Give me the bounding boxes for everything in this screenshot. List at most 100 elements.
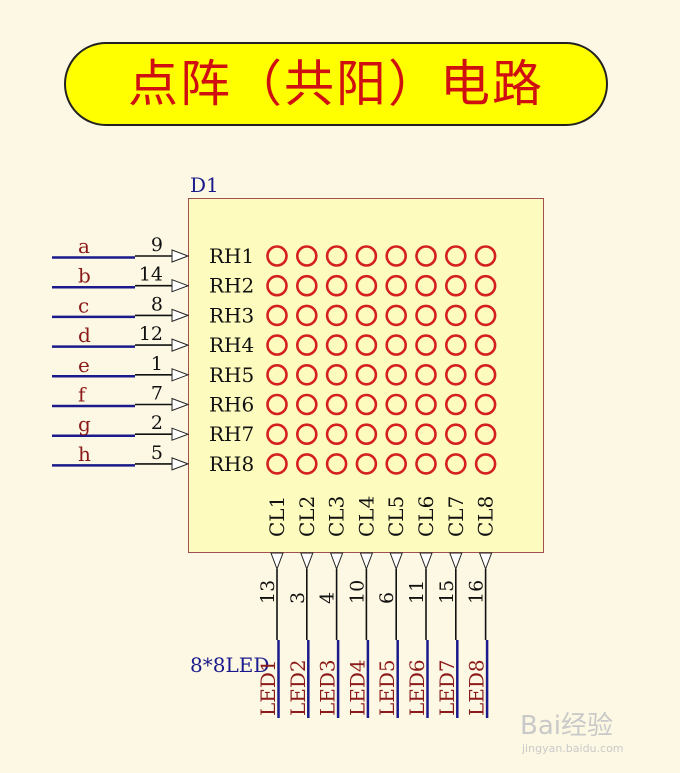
led-circle [474,245,497,267]
pin-number: 15 [436,580,458,604]
led-circle [355,334,378,356]
led-matrix [266,245,497,475]
pin-number: 2 [151,412,163,434]
pin-number: 10 [346,580,368,604]
title-banner: 点阵（共阳）电路 [64,42,608,126]
pin-arrow-icon [478,552,493,571]
pin-number: 1 [151,353,163,375]
led-circle [325,334,348,356]
led-circle [266,423,288,446]
led-circle [474,274,497,297]
net-label: f [78,383,87,407]
pin-number: 7 [151,383,163,405]
row-port-label: RH1 [209,244,254,268]
pin-number: 9 [151,234,163,256]
pin-number: 3 [287,592,309,604]
led-circle [415,393,437,416]
led-circle [295,245,318,267]
led-circle [474,423,497,446]
led-circle [355,423,378,446]
led-circle [415,363,437,386]
row-port-label: RH4 [209,333,254,357]
column-net-label: LED5 [375,659,399,716]
column-port-label: CL7 [444,496,468,537]
led-circle [474,393,497,416]
row-port-label: RH8 [209,452,254,476]
led-circle [325,423,348,446]
column-net-label: LED4 [345,659,369,716]
watermark-brand: Bai经验 [520,711,613,741]
led-circle [266,334,288,356]
pin-number: 4 [317,592,339,604]
led-circle [325,274,348,297]
column-port-label: CL5 [384,496,408,537]
led-circle [415,304,437,327]
column-net-label: LED1 [256,659,280,716]
pin-arrow-icon [171,457,190,471]
row-port-label: RH2 [209,274,254,298]
pin-number: 8 [151,293,163,315]
row-pin: a 9 RH1 [52,234,254,268]
column-port-label: CL3 [325,496,349,537]
pin-arrow-icon [329,552,344,571]
pin-number: 14 [139,264,163,286]
led-circle [325,363,348,386]
led-circle [474,334,497,356]
led-circle [385,334,408,356]
row-port-label: RH3 [209,303,254,327]
pin-arrow-icon [270,552,284,571]
pin-arrow-icon [171,278,190,293]
designator-label: D1 [190,173,219,197]
led-circle [444,393,467,416]
column-port-label: CL8 [474,496,498,537]
pin-arrow-icon [171,308,190,323]
led-circle [295,363,318,386]
column-port-label: CL4 [354,496,378,537]
led-circle [355,304,378,327]
led-circle [415,274,437,297]
led-circle [266,393,288,416]
led-circle [415,423,437,446]
net-label: c [78,293,89,317]
pin-number: 13 [257,580,279,604]
led-circle [266,363,288,386]
led-circle [295,393,318,416]
led-circle [415,245,437,267]
column-net-label: LED3 [316,659,340,716]
led-circle [355,453,378,475]
pin-arrow-icon [359,552,374,571]
led-circle [295,304,318,327]
led-circle [385,453,408,475]
led-circle [325,393,348,416]
pin-arrow-icon [419,552,433,571]
pin-arrow-icon [171,368,190,382]
led-circle [325,304,348,327]
led-circle [295,274,318,297]
column-port-label: CL6 [414,496,438,537]
led-circle [266,245,288,267]
led-circle [444,423,467,446]
net-label: a [78,234,90,258]
row-port-label: RH5 [209,363,254,387]
led-circle [415,334,437,356]
led-circle [295,334,318,356]
part-name-label: 8*8LED [190,653,269,677]
pin-number: 6 [376,592,398,604]
led-circle [444,453,467,475]
led-circle [385,274,408,297]
column-port-label: CL2 [295,496,319,537]
led-circle [266,453,288,475]
net-label: d [78,323,91,347]
led-circle [444,334,467,356]
led-circle [444,245,467,267]
pin-arrow-icon [171,427,190,441]
